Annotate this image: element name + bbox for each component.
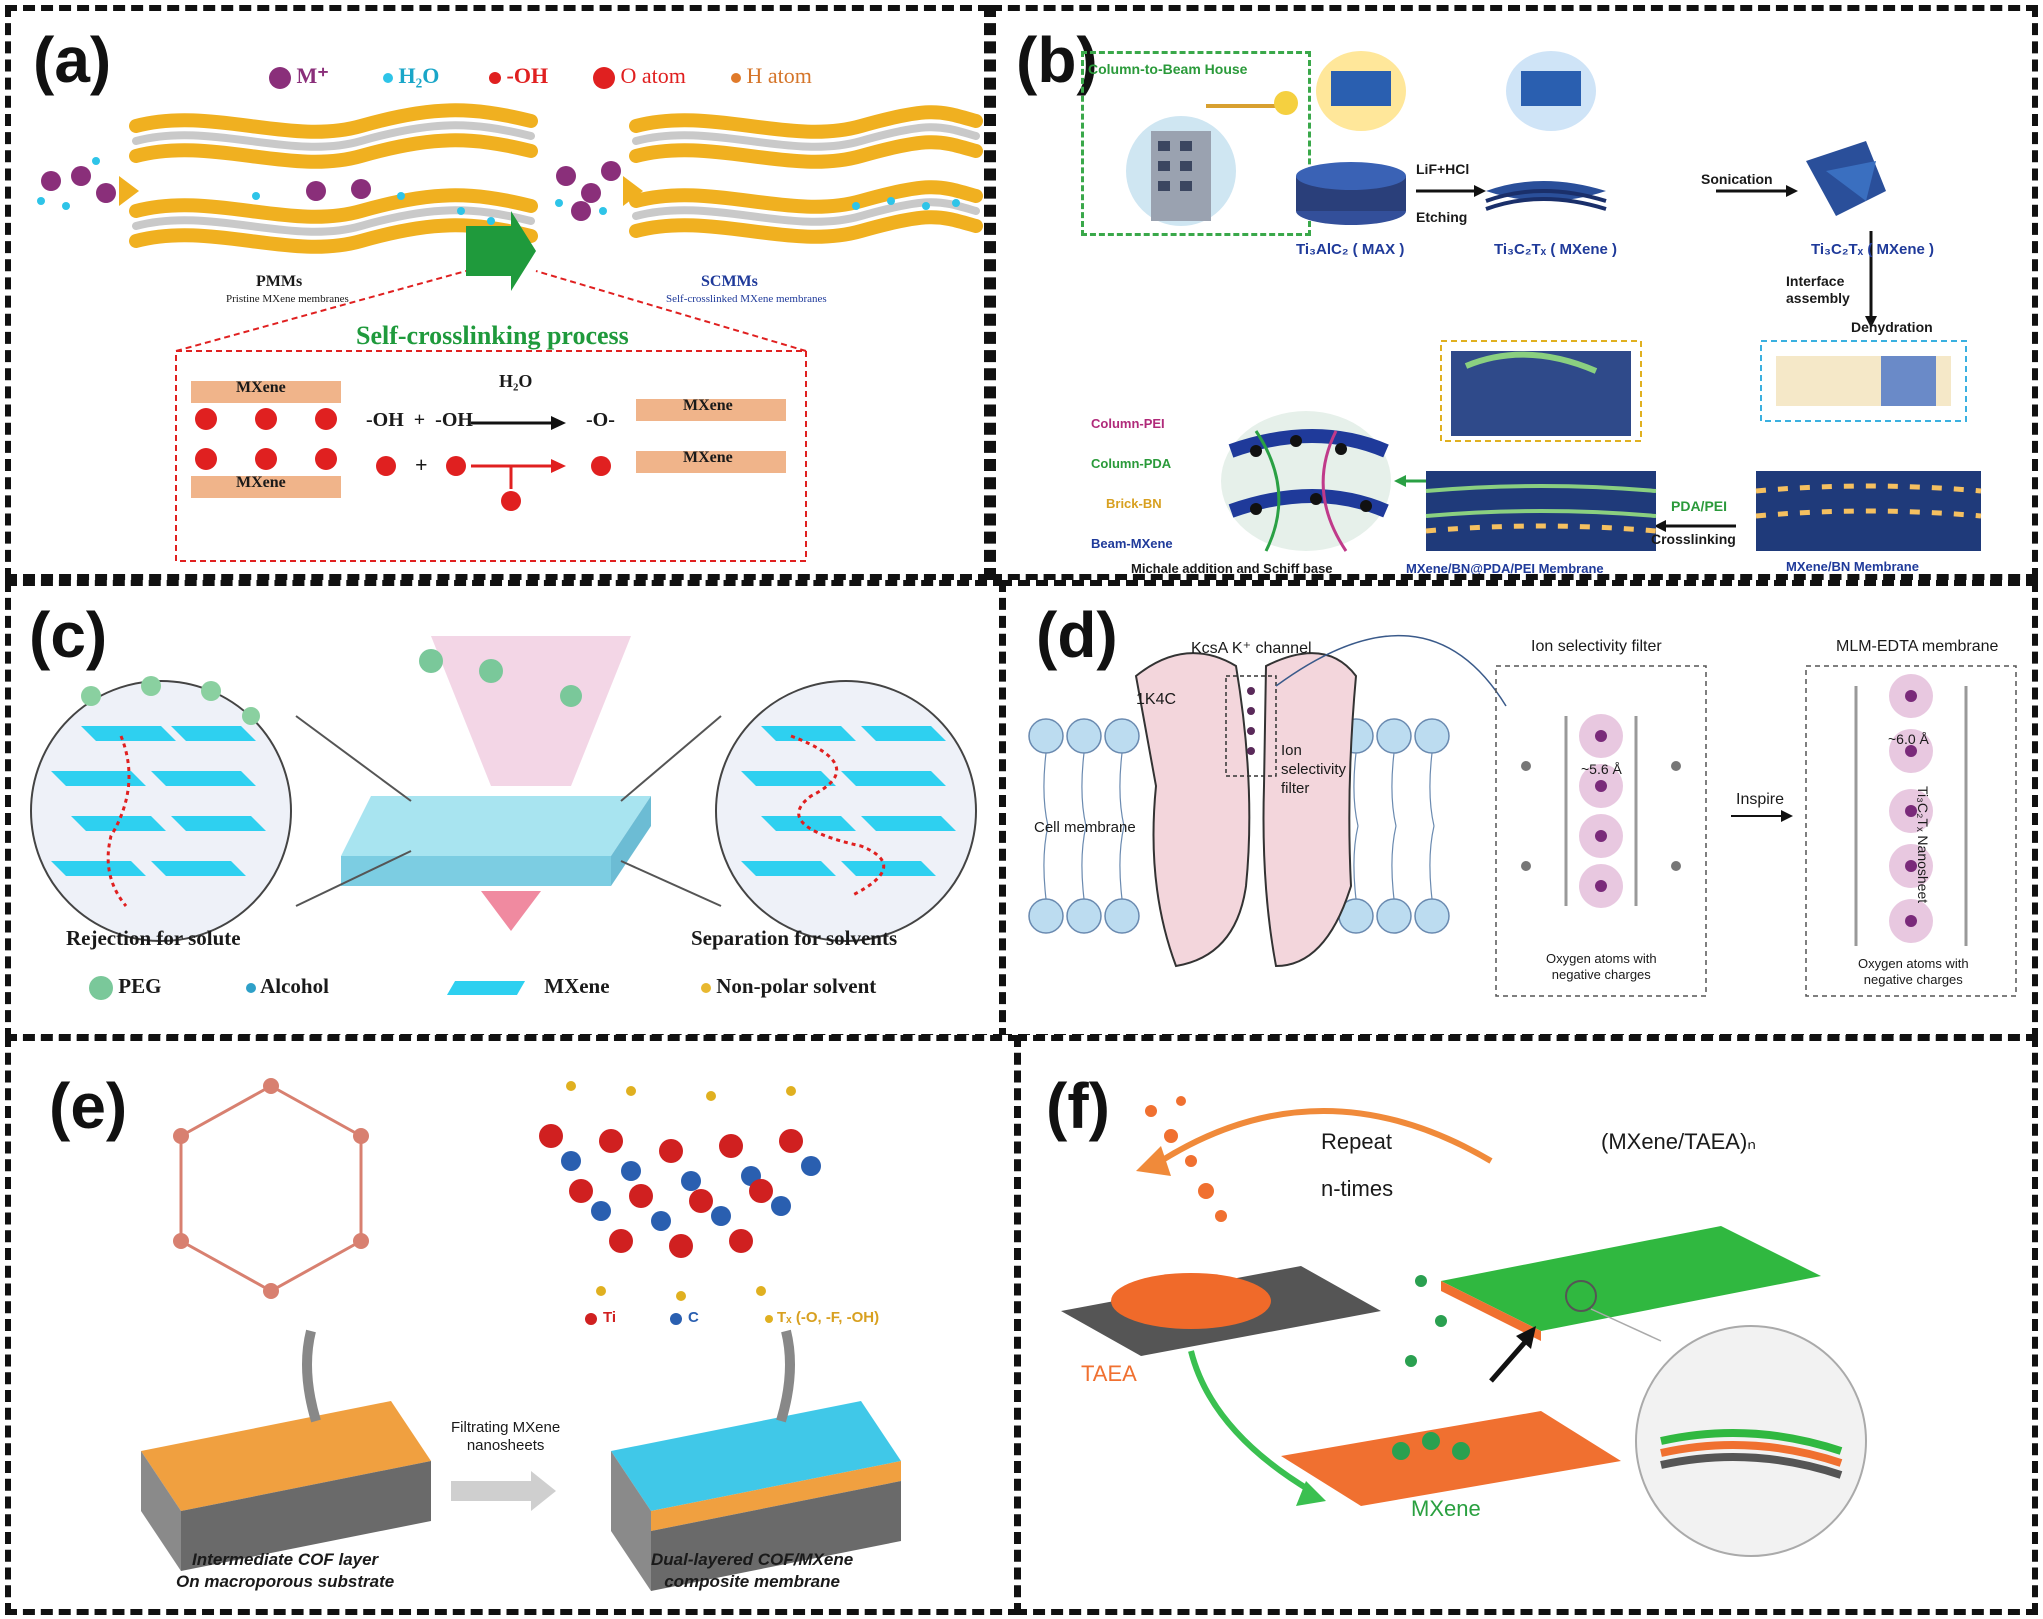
ions-right: [555, 161, 960, 221]
legend-oh: -OH: [489, 63, 548, 89]
membrane-full-label: MXene/BN@PDA/PEI Membrane: [1406, 561, 1604, 576]
inspire-label: Inspire: [1736, 791, 1785, 808]
etching-label: Etching: [1416, 209, 1468, 225]
interface-label: Interface assembly: [1786, 273, 1850, 306]
ions-left: [37, 157, 495, 225]
separate-label: Separation for solvents: [691, 926, 898, 950]
pdb-label: 1K4C: [1136, 691, 1177, 708]
c-legend-nonpolar: Non-polar solvent: [701, 974, 876, 999]
panel-d: (d) KcsA K⁺ channel 1K: [1000, 580, 2038, 1040]
dual-caption: Dual-layered COF/MXene composite membran…: [651, 1550, 854, 1591]
house-box: [1081, 51, 1311, 236]
distance-60: ~6.0 Å: [1888, 731, 1929, 747]
product-label: (MXene/TAEA)ₙ: [1601, 1129, 1757, 1154]
panel-e-illustration: [141, 1078, 901, 1591]
ntimes-label: n-times: [1321, 1176, 1394, 1201]
scmm-membrane: [629, 105, 983, 244]
taea-label: TAEA: [1081, 1361, 1137, 1386]
ion-filter-label: Ion selectivity filter: [1281, 742, 1347, 797]
pmm-title: PMMs: [256, 273, 303, 290]
legend-m-plus: M⁺: [269, 63, 329, 89]
ion-sel-title: Ion selectivity filter: [1531, 638, 1662, 655]
column-pei-label: Column-PEI: [1091, 416, 1165, 431]
panel-a-illustration: [37, 103, 983, 562]
panel-a: (a) M⁺ H₂O -OH O atom H atom: [5, 5, 990, 580]
panel-d-illustration: [1028, 634, 2017, 997]
panel-label-e: (e): [49, 1070, 128, 1142]
panel-label-f: (f): [1046, 1070, 1110, 1142]
mxene-label-f: MXene: [1411, 1496, 1481, 1521]
panel-f: (f) Repeat n-times (MXene/TAEA)ₙ TAEA MX…: [1015, 1035, 2038, 1615]
equation-h2o: H₂O: [499, 371, 533, 391]
legend-h2o: H₂O: [383, 63, 439, 89]
beam-mxene-label: Beam-MXene: [1091, 536, 1173, 551]
equation-plus: +: [415, 452, 428, 477]
cof-caption: Intermediate COF layer On macroporous su…: [176, 1550, 395, 1591]
mlm-title: MLM-EDTA membrane: [1836, 638, 1999, 655]
crosslinking-label: Crosslinking: [1651, 531, 1736, 547]
mxene-label-4: MXene: [683, 449, 733, 466]
max-label: Ti₃AlC₂ ( MAX ): [1296, 241, 1405, 258]
panel-c-illustration: [30, 636, 977, 942]
equation-left: -OH + -OH: [366, 409, 473, 431]
reject-label: Rejection for solute: [66, 926, 241, 950]
sonication-label: Sonication: [1701, 171, 1773, 187]
pmm-subtitle: Pristine MXene membranes: [226, 293, 349, 305]
kcsa-label: KcsA K⁺ channel: [1191, 640, 1312, 657]
process-title: Self-crosslinking process: [356, 321, 629, 350]
oxygen-note-1: Oxygen atoms with negative charges: [1546, 951, 1657, 982]
mxene-label-2: MXene: [236, 474, 286, 491]
distance-56: ~5.6 Å: [1581, 761, 1622, 777]
c-legend-peg: PEG: [89, 974, 161, 1001]
cell-membrane-label: Cell membrane: [1034, 819, 1136, 836]
panel-label-c: (c): [29, 599, 108, 671]
membrane-bn-label: MXene/BN Membrane: [1786, 559, 1919, 574]
brick-bn-label: Brick-BN: [1106, 496, 1162, 511]
c-label: C: [688, 1309, 699, 1326]
legend-h-atom: H atom: [731, 63, 812, 89]
mxene-label-b: Ti₃C₂Tₓ ( MXene ): [1811, 241, 1934, 258]
mxene-label-1: MXene: [236, 379, 286, 396]
c-legend-mxene: MXene: [446, 974, 610, 999]
ti-label: Ti: [603, 1309, 617, 1326]
mxene-label-3: MXene: [683, 397, 733, 414]
panel-label-d: (d): [1036, 599, 1118, 671]
pda-pei-label: PDA/PEI: [1671, 498, 1728, 514]
oxygen-note-2: Oxygen atoms with negative charges: [1858, 956, 1969, 987]
tx-label: Tₓ (-O, -F, -OH): [777, 1309, 880, 1326]
scmm-subtitle: Self-crosslinked MXene membranes: [666, 293, 827, 305]
panel-e: (e) Ti C Tₓ (-O, -F, -OH) Filtrating: [5, 1035, 1020, 1615]
panel-b-illustration: [1126, 51, 1982, 552]
panel-label-b: (b): [1016, 24, 1098, 96]
scmm-title: SCMMs: [701, 273, 758, 290]
legend-o-atom: O atom: [593, 63, 686, 89]
panel-c: (c) Rejection for solute: [5, 580, 1005, 1040]
equation-right: -O-: [586, 409, 615, 431]
panel-label-a: (a): [33, 24, 112, 96]
panel-b: (b) Column-to-Beam House: [990, 5, 2038, 580]
dehydration-label: Dehydration: [1851, 319, 1933, 335]
nanosheet-label: Ti₃C₂Tₓ Nanosheet: [1915, 786, 1931, 904]
repeat-label: Repeat: [1321, 1129, 1392, 1154]
process-arrow: [466, 211, 536, 291]
michael-label: Michale addition and Schiff base: [1131, 561, 1333, 576]
house-label: Column-to-Beam House: [1088, 61, 1248, 77]
column-pda-label: Column-PDA: [1091, 456, 1172, 471]
filtrating-label: Filtrating MXene nanosheets: [451, 1419, 561, 1454]
etch-reagent: LiF+HCl: [1416, 161, 1470, 177]
c-legend-alcohol: Alcohol: [246, 974, 329, 999]
mxene-label-a: Ti₃C₂Tₓ ( MXene ): [1494, 241, 1617, 258]
panel-f-illustration: [1061, 1096, 1867, 1557]
